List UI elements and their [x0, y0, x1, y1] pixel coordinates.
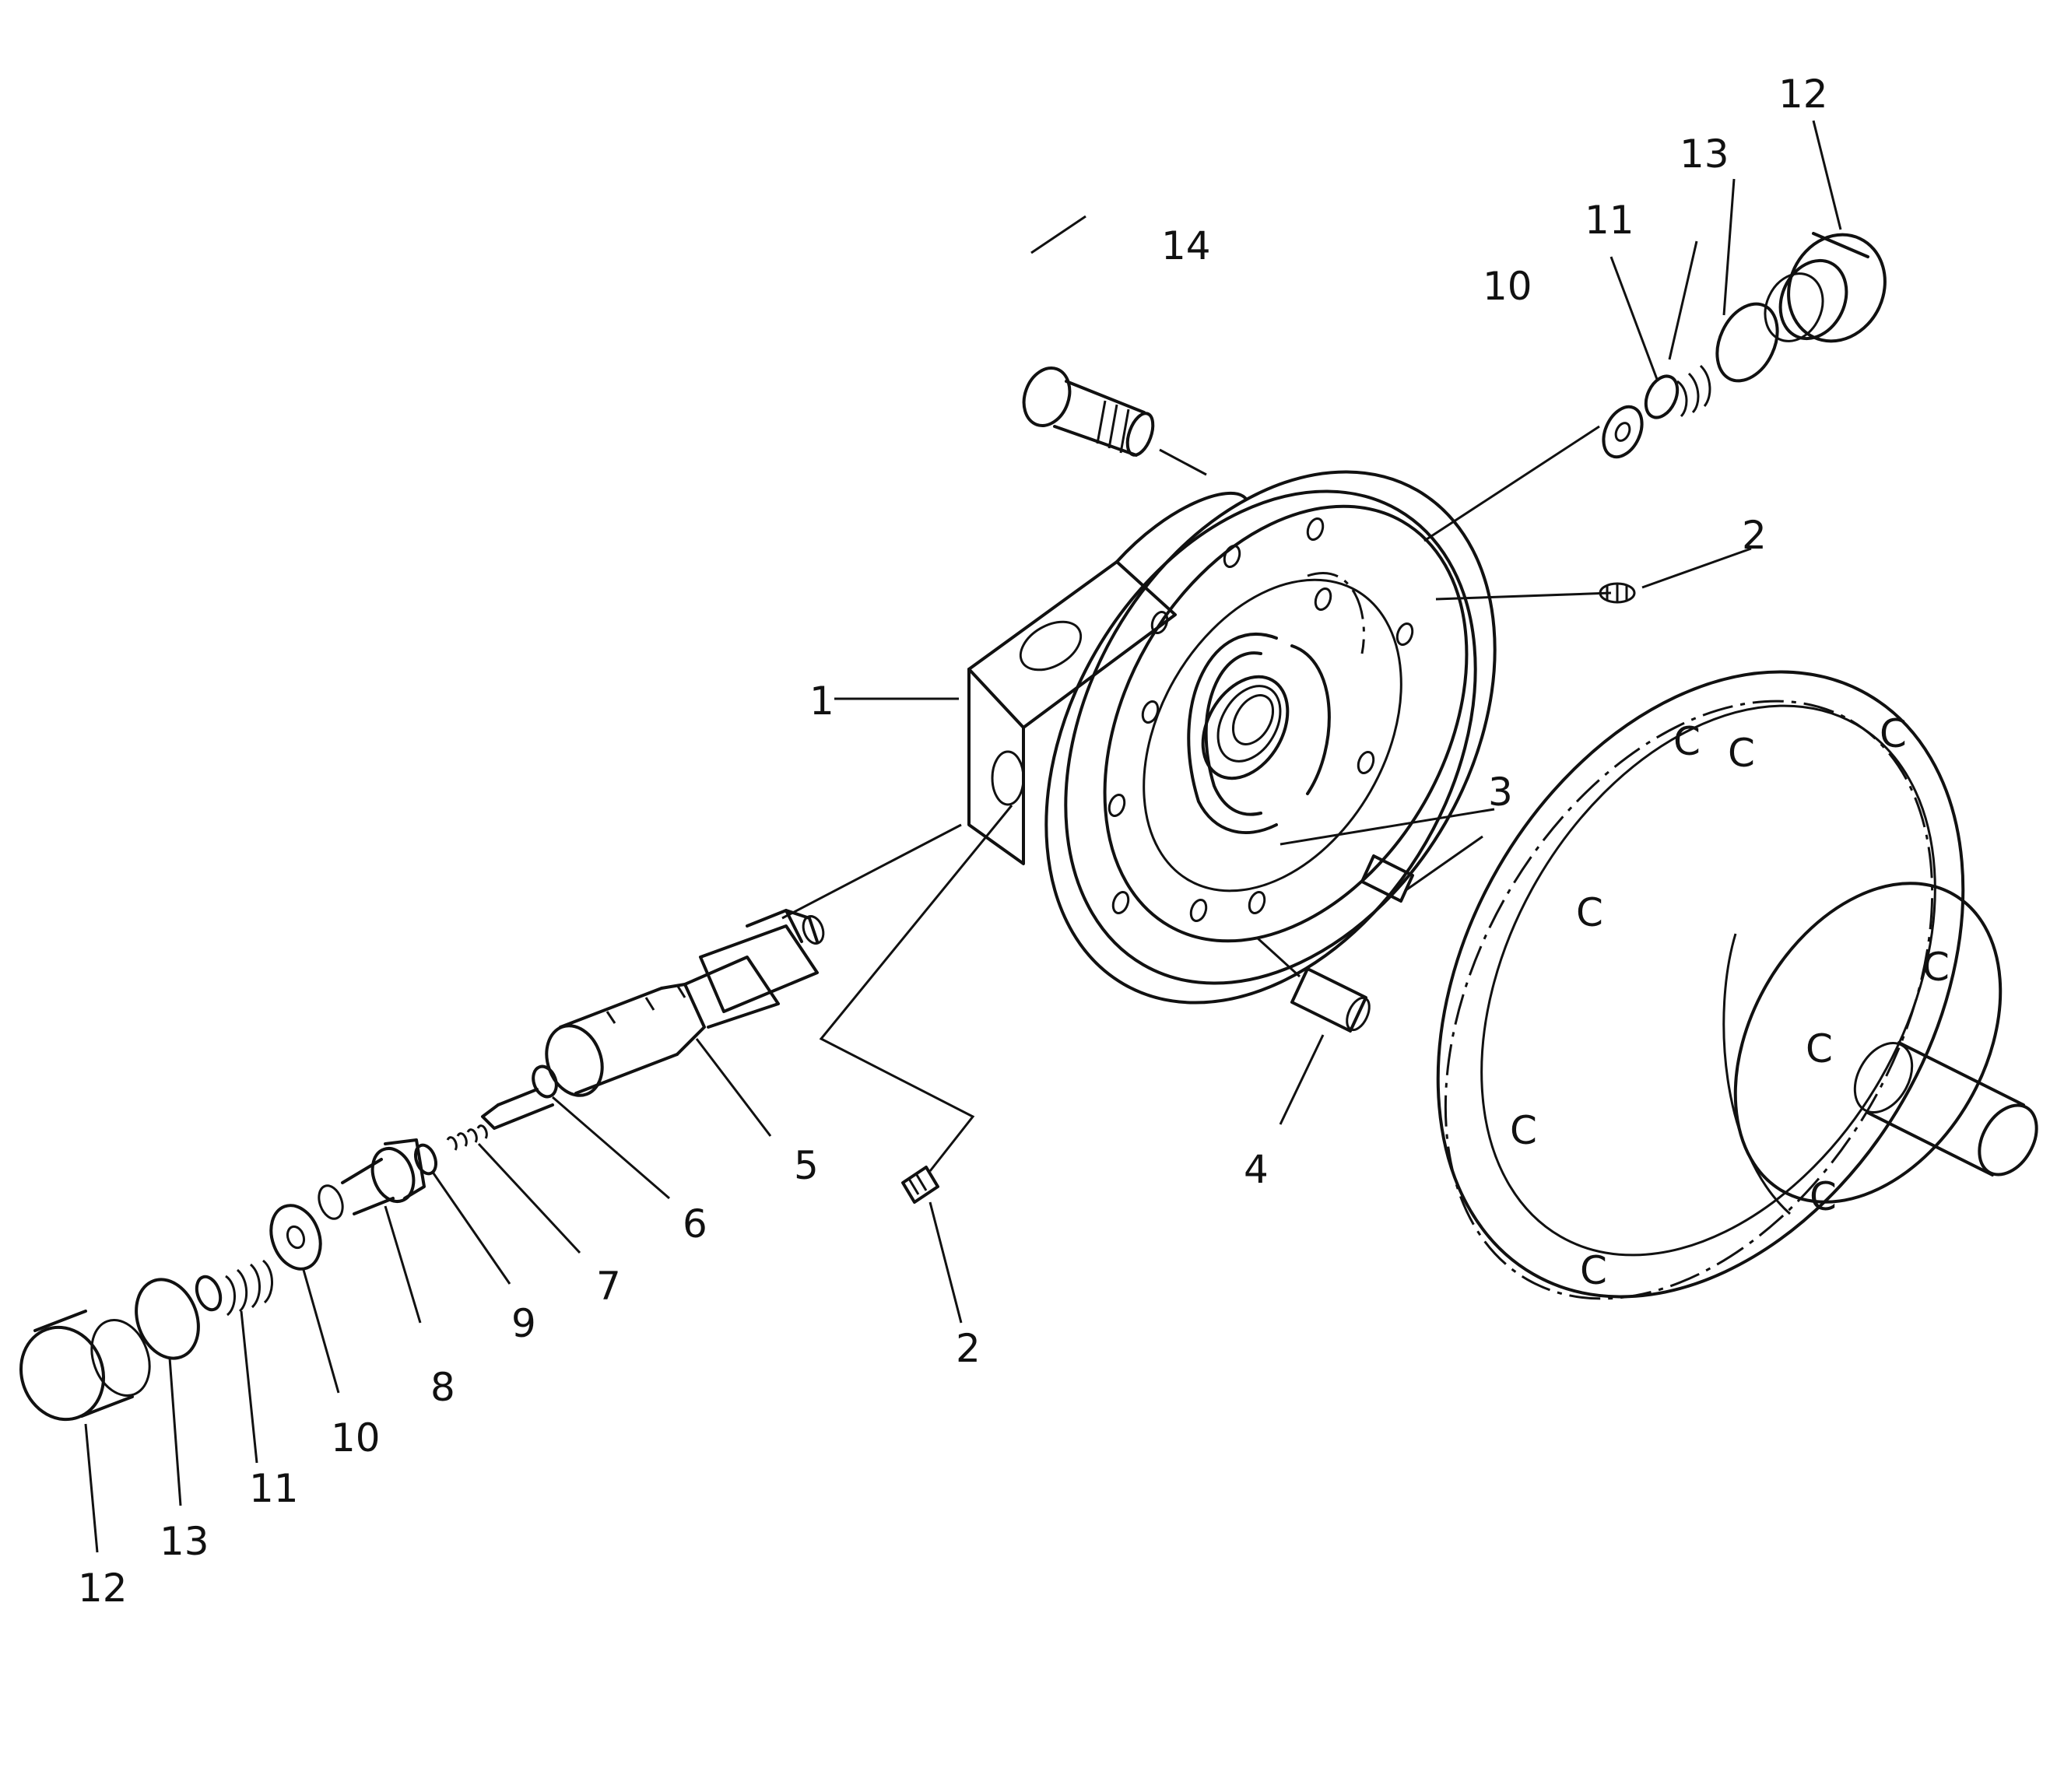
o-ring — [1715, 302, 1779, 383]
valve-spool — [545, 909, 825, 1097]
callout-labels: 1 2 2 3 4 5 6 7 8 9 10 10 11 11 12 12 13… — [78, 72, 1828, 1611]
svg-text:C: C — [1580, 1248, 1607, 1293]
callout-6: 6 — [683, 1201, 707, 1247]
callout-9: 9 — [511, 1301, 536, 1346]
callout-12: 12 — [78, 1566, 128, 1611]
pump-housing — [967, 470, 1497, 1005]
callout-1: 1 — [809, 679, 834, 724]
callout-13: 13 — [1680, 132, 1729, 177]
small-plug — [901, 1166, 939, 1204]
svg-text:C: C — [1880, 711, 1907, 756]
washer — [269, 1204, 322, 1271]
svg-text:C: C — [1576, 890, 1603, 935]
spring — [1644, 364, 1711, 419]
callout-8: 8 — [430, 1365, 455, 1410]
callout-11: 11 — [249, 1466, 299, 1511]
svg-text:C: C — [1728, 731, 1755, 776]
callout-10: 10 — [1483, 264, 1532, 309]
dowel-pin-small — [1360, 854, 1414, 903]
o-ring — [135, 1278, 200, 1360]
plug — [1764, 232, 1887, 343]
callout-7: 7 — [596, 1264, 621, 1309]
spring — [195, 1259, 273, 1317]
callout-10: 10 — [331, 1415, 381, 1461]
callout-13: 13 — [160, 1519, 209, 1564]
washer — [1602, 405, 1644, 459]
svg-text:C: C — [1673, 719, 1701, 764]
callout-4: 4 — [1244, 1147, 1269, 1192]
poppet — [481, 1064, 558, 1130]
valve-seat — [318, 1138, 426, 1220]
callout-11: 11 — [1585, 198, 1634, 243]
svg-text:C: C — [1806, 1026, 1833, 1071]
svg-text:C: C — [1810, 1174, 1837, 1219]
callout-12: 12 — [1778, 72, 1828, 117]
leader-lines — [84, 120, 1842, 1553]
dowel-pin-large — [1290, 967, 1371, 1033]
svg-text:C: C — [1922, 945, 1950, 990]
mating-housing: C C C C C C C C C — [1436, 670, 2038, 1300]
callout-5: 5 — [794, 1143, 819, 1188]
callout-2: 2 — [956, 1326, 981, 1371]
callout-2: 2 — [1742, 513, 1767, 558]
svg-text:C: C — [1510, 1108, 1537, 1153]
small-o-ring — [413, 1143, 438, 1176]
bolt — [1022, 366, 1155, 457]
plug — [19, 1310, 151, 1422]
callout-3: 3 — [1488, 770, 1513, 815]
callout-14: 14 — [1161, 223, 1211, 268]
small-spring — [446, 1124, 488, 1151]
